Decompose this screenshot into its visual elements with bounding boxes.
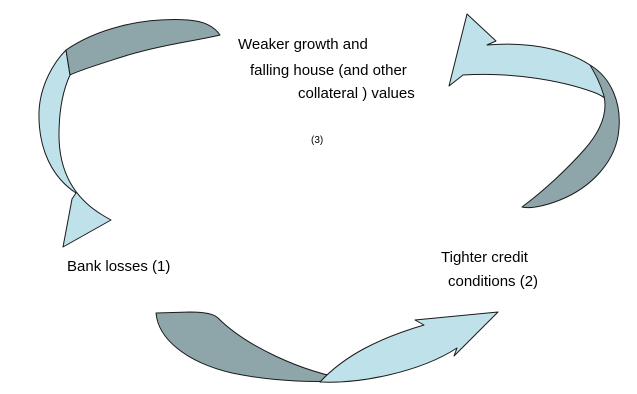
arrow-top-right-light-body	[448, 13, 617, 116]
arrow-bottom-light-body	[319, 311, 499, 383]
credit-label-line2: conditions (2)	[448, 273, 539, 290]
arrow-top-left	[38, 19, 221, 248]
step-number-3: (3)	[311, 135, 324, 146]
top-label-line1: Weaker growth and	[238, 36, 368, 53]
arrow-bottom	[155, 311, 499, 383]
bank-losses-label: Bank losses (1)	[67, 258, 171, 275]
arrow-top-right-dark-band	[521, 64, 620, 209]
arrow-top-left-dark-band	[65, 19, 221, 76]
top-label-line3: collateral ) values	[298, 85, 415, 102]
top-label-line2: falling house (and other	[250, 62, 407, 79]
arrow-top-right	[448, 13, 620, 209]
credit-label-line1: Tighter credit	[441, 249, 528, 266]
arrow-top-left-light-body	[38, 49, 112, 248]
arrow-bottom-dark-band	[155, 311, 353, 383]
